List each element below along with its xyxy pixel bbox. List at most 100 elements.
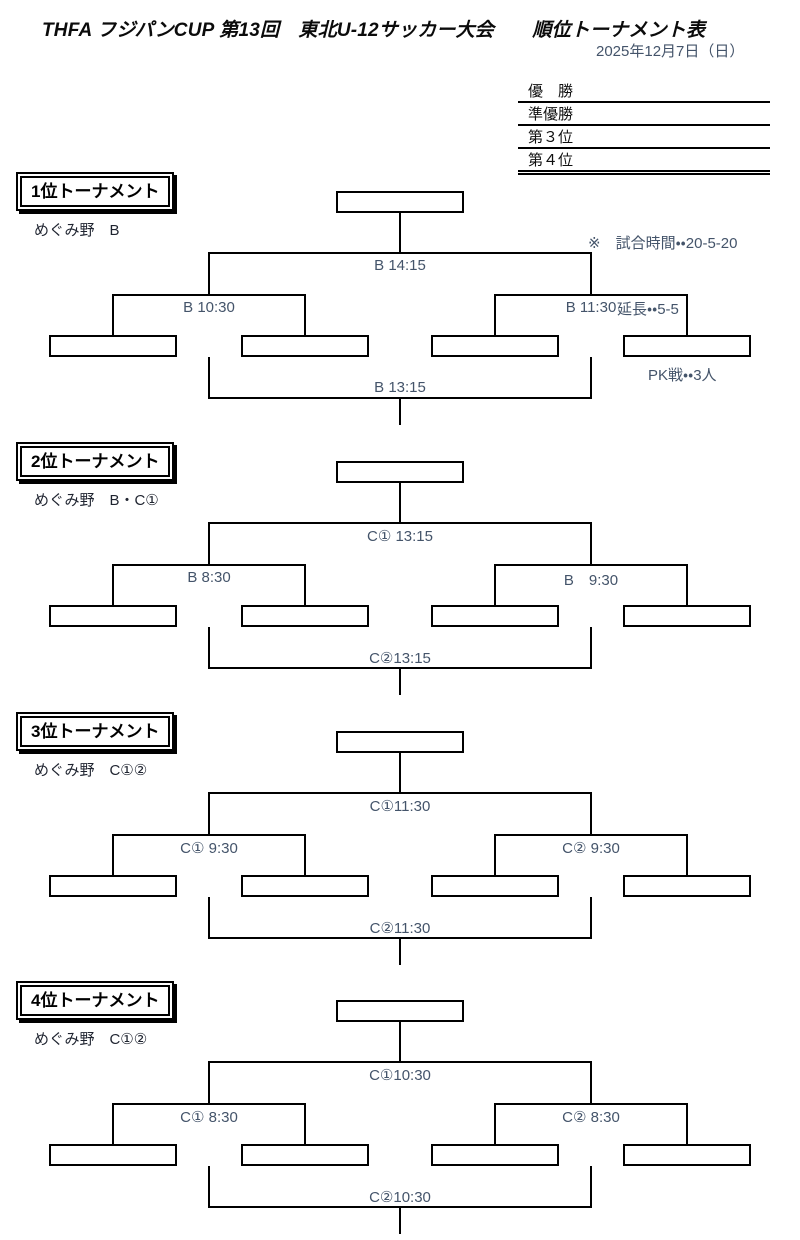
bracket-3rd-tournament: 3位トーナメント めぐみ野 C①② C①11:30 C① 9:30 C② 9:3…	[0, 712, 800, 971]
bracket-venue: めぐみ野 B	[34, 222, 120, 239]
team-box	[241, 605, 369, 627]
connector-line	[208, 1166, 210, 1208]
connector-line	[399, 483, 401, 524]
connector-line	[494, 294, 496, 337]
left-semifinal-time: C① 8:30	[180, 1109, 238, 1126]
connector-line	[208, 357, 210, 399]
team-box	[623, 875, 751, 897]
bracket-title-box: 3位トーナメント	[16, 712, 175, 752]
connector-line	[399, 669, 401, 695]
champion-box	[336, 191, 464, 213]
bracket-title: 3位トーナメント	[20, 716, 171, 748]
standings-table: 優 勝 準優勝 第３位 第４位	[518, 80, 770, 175]
bracket-venue: めぐみ野 B・C①	[34, 492, 159, 509]
consolation-match-time: C②13:15	[369, 650, 431, 667]
bracket-title-box: 1位トーナメント	[16, 172, 175, 212]
final-match-time: C①10:30	[369, 1067, 431, 1084]
standings-row-fourth: 第４位	[518, 149, 770, 175]
connector-line	[112, 564, 114, 607]
team-box	[241, 1144, 369, 1166]
bracket-title: 1位トーナメント	[20, 176, 171, 208]
event-date: 2025年12月7日（日）	[596, 43, 745, 60]
match-rules-note: ※ 試合時間・・20-5-20 延長・・5-5 PK戦・・3人	[588, 189, 737, 409]
connector-line	[112, 1103, 306, 1105]
connector-line	[208, 627, 210, 669]
bracket-title-box: 2位トーナメント	[16, 442, 175, 482]
bracket-venue: めぐみ野 C①②	[34, 762, 148, 779]
team-box	[431, 875, 559, 897]
team-box	[623, 1144, 751, 1166]
team-box	[431, 335, 559, 357]
connector-line	[494, 1103, 688, 1105]
team-box	[431, 1144, 559, 1166]
bracket-venue: めぐみ野 C①②	[34, 1031, 148, 1048]
note-extra-time: 延長・・5-5	[617, 301, 679, 318]
connector-line	[590, 1061, 592, 1105]
connector-line	[399, 213, 401, 254]
connector-line	[112, 294, 306, 296]
connector-line	[686, 1103, 688, 1146]
bracket-1st-tournament: 1位トーナメント めぐみ野 B B 14:15 B 10:30 B 11:30 …	[0, 172, 800, 431]
final-match-time: C① 13:15	[367, 528, 433, 545]
connector-line	[494, 564, 496, 607]
connector-line	[208, 792, 592, 794]
connector-line	[590, 252, 592, 296]
connector-line	[208, 252, 592, 254]
connector-line	[686, 834, 688, 877]
bracket-title: 2位トーナメント	[20, 446, 171, 478]
right-semifinal-time: C② 9:30	[562, 840, 620, 857]
left-semifinal-time: C① 9:30	[180, 840, 238, 857]
connector-line	[590, 792, 592, 836]
connector-line	[208, 522, 210, 566]
connector-line	[208, 397, 592, 399]
connector-line	[112, 834, 306, 836]
standings-row-third: 第３位	[518, 126, 770, 149]
connector-line	[399, 939, 401, 965]
connector-line	[590, 357, 592, 399]
standings-row-runnerup: 準優勝	[518, 103, 770, 126]
page-title: THFA フジパンCUP 第13回 東北U-12サッカー大会 順位トーナメント表	[42, 20, 706, 41]
connector-line	[494, 1103, 496, 1146]
team-box	[49, 1144, 177, 1166]
connector-line	[112, 564, 306, 566]
connector-line	[208, 897, 210, 939]
connector-line	[304, 834, 306, 877]
consolation-match-time: C②10:30	[369, 1189, 431, 1206]
team-box	[49, 335, 177, 357]
connector-line	[399, 1208, 401, 1234]
connector-line	[494, 294, 688, 296]
connector-line	[208, 522, 592, 524]
connector-line	[208, 792, 210, 836]
consolation-match-time: B 13:15	[374, 379, 426, 396]
connector-line	[590, 1166, 592, 1208]
connector-line	[399, 399, 401, 425]
team-box	[241, 875, 369, 897]
left-semifinal-time: B 8:30	[187, 569, 231, 586]
connector-line	[208, 1061, 592, 1063]
team-box	[623, 335, 751, 357]
connector-line	[494, 834, 496, 877]
champion-box	[336, 1000, 464, 1022]
team-box	[623, 605, 751, 627]
note-pk: PK戦・・3人	[648, 367, 717, 384]
bracket-title: 4位トーナメント	[20, 985, 171, 1017]
team-box	[49, 875, 177, 897]
connector-line	[304, 294, 306, 337]
connector-line	[399, 753, 401, 794]
left-semifinal-time: B 10:30	[183, 299, 235, 316]
connector-line	[208, 937, 592, 939]
connector-line	[590, 897, 592, 939]
right-semifinal-time: B 9:30	[563, 572, 619, 589]
team-box	[241, 335, 369, 357]
connector-line	[208, 667, 592, 669]
standings-row-label: 優 勝	[528, 83, 574, 100]
standings-row-label: 第３位	[528, 129, 574, 146]
standings-row-label: 第４位	[528, 152, 574, 169]
connector-line	[112, 294, 114, 337]
consolation-match-time: C②11:30	[369, 920, 431, 937]
standings-row-champion: 優 勝	[518, 80, 770, 103]
connector-line	[399, 1022, 401, 1063]
note-match-time: ※ 試合時間・・20-5-20	[588, 235, 738, 252]
connector-line	[304, 564, 306, 607]
final-match-time: B 14:15	[374, 257, 426, 274]
